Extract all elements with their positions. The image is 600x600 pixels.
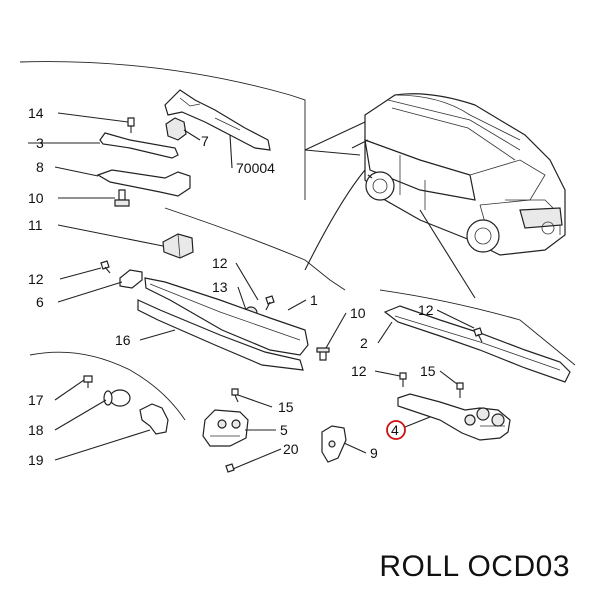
- part-17-screw: [83, 375, 93, 388]
- callout-10: 10: [350, 305, 366, 321]
- callout-70004: 70004: [236, 160, 275, 176]
- van-illustration: [364, 93, 566, 256]
- callout-1: 1: [310, 292, 318, 308]
- part-5-hinge: [202, 409, 249, 447]
- part-9-stop: [321, 425, 347, 463]
- callout-13: 13: [212, 279, 228, 295]
- callout-10: 10: [28, 190, 44, 206]
- part-4-carriage: [397, 393, 511, 441]
- part-7-clip: [165, 117, 187, 141]
- part-18-bushing: [103, 389, 131, 407]
- part-code-label: ROLL OCD03: [379, 550, 570, 583]
- part-12-screw-right: [473, 327, 483, 343]
- callout-9: 9: [370, 445, 378, 461]
- leader-lines: [28, 112, 476, 467]
- section-guides: [19, 61, 576, 421]
- callout-20: 20: [283, 441, 299, 457]
- part-2-rail: [383, 305, 571, 383]
- part-1-rail: [144, 277, 309, 356]
- callout-12: 12: [212, 255, 228, 271]
- callout-14: 14: [28, 105, 44, 121]
- callout-7: 7: [201, 133, 209, 149]
- part-11-block: [162, 233, 194, 259]
- part-15-screw-mid: [231, 388, 239, 403]
- part-10-bolt-right: [316, 347, 330, 361]
- callout-3: 3: [36, 135, 44, 151]
- part-19-clip: [139, 403, 169, 435]
- part-6-bracket: [119, 269, 143, 289]
- callout-labels: 14 3 7 8 70004 10 11 12 6 12 13 1 16 10 …: [28, 105, 436, 468]
- callout-17: 17: [28, 392, 44, 408]
- callout-6: 6: [36, 294, 44, 310]
- callout-12: 12: [351, 363, 367, 379]
- part-12-screw-lower: [399, 372, 407, 387]
- part-8-strip: [96, 169, 191, 197]
- callout-12: 12: [28, 271, 44, 287]
- part-10-bolt: [114, 189, 130, 207]
- part-70004-bracket: [164, 89, 271, 151]
- callout-16: 16: [115, 332, 131, 348]
- callout-8: 8: [36, 159, 44, 175]
- callout-5: 5: [280, 422, 288, 438]
- callout-18: 18: [28, 422, 44, 438]
- part-16-rail: [137, 299, 304, 371]
- callout-15: 15: [278, 399, 294, 415]
- callout-11: 11: [28, 217, 43, 233]
- callout-12: 12: [418, 302, 434, 318]
- callout-15: 15: [420, 363, 436, 379]
- highlight-ring: [386, 420, 406, 440]
- part-12-screw-left: [100, 260, 111, 274]
- part-12-screw-mid: [265, 295, 275, 311]
- callout-4: 4: [391, 422, 399, 438]
- callout-19: 19: [28, 452, 44, 468]
- part-14-screw: [127, 117, 135, 133]
- callout-2: 2: [360, 335, 368, 351]
- part-20-screw: [225, 463, 241, 473]
- part-15-screw-right: [456, 382, 464, 398]
- part-3-rod: [99, 132, 179, 159]
